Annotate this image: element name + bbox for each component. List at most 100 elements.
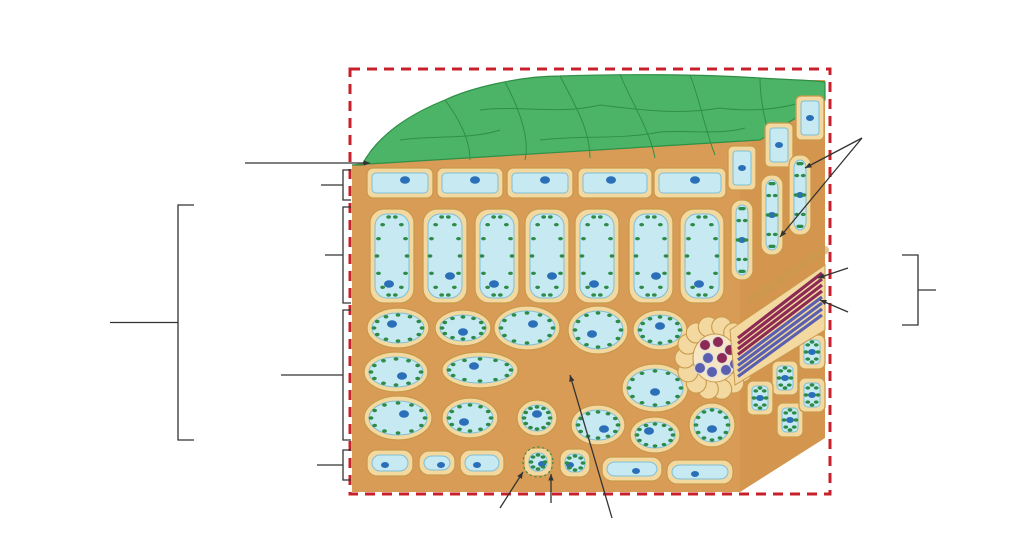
chloroplast: [758, 386, 763, 389]
chloroplast: [428, 254, 433, 257]
spongy-mesophyll-cell: [517, 400, 557, 436]
chloroplast: [804, 393, 809, 396]
chloroplast: [640, 401, 645, 404]
chloroplast: [478, 379, 483, 382]
spongy-bracket: [281, 310, 351, 440]
chloroplast: [499, 326, 504, 329]
chloroplast: [794, 174, 799, 177]
chloroplast: [471, 336, 476, 339]
chloroplast: [814, 400, 819, 403]
nucleus: [473, 462, 481, 468]
chloroplast: [668, 340, 673, 343]
chloroplast: [442, 321, 447, 324]
vacuole: [447, 403, 493, 433]
chloroplast: [805, 386, 810, 389]
chloroplast: [578, 456, 583, 459]
chloroplast: [394, 357, 399, 360]
chloroplast: [584, 314, 589, 317]
palisade-cell: [761, 175, 783, 255]
palisade-cell: [629, 209, 673, 303]
chloroplast: [709, 223, 714, 226]
chloroplast: [814, 343, 819, 346]
chloroplast: [538, 339, 543, 342]
chloroplast: [548, 416, 553, 419]
chloroplast: [796, 225, 801, 228]
chloroplast: [653, 403, 658, 406]
upper-epidermis-cell: [765, 123, 793, 167]
chloroplast: [598, 293, 603, 296]
chloroplast: [462, 359, 467, 362]
nucleus: [738, 165, 746, 171]
chloroplast: [766, 194, 771, 197]
chloroplast: [686, 237, 691, 240]
chloroplast: [535, 286, 540, 289]
chloroplast: [546, 411, 551, 414]
chloroplast: [380, 286, 385, 289]
chloroplast: [381, 382, 386, 385]
vacuole: [499, 311, 555, 345]
chloroplast: [743, 258, 748, 261]
vein-bracket: [902, 255, 918, 325]
chloroplast: [666, 372, 671, 375]
chloroplast: [449, 410, 454, 413]
nucleus: [400, 176, 410, 184]
chloroplast: [608, 272, 613, 275]
chloroplast: [619, 328, 624, 331]
chloroplast: [456, 237, 461, 240]
nucleus: [437, 462, 445, 468]
chloroplast: [376, 237, 381, 240]
chloroplast: [416, 333, 421, 336]
spongy-mesophyll-cell: [494, 306, 560, 350]
nucleus: [489, 280, 499, 288]
chloroplast: [531, 272, 536, 275]
chloroplast: [409, 403, 414, 406]
chloroplast: [690, 223, 695, 226]
chloroplast: [468, 403, 473, 406]
chloroplast: [529, 460, 534, 463]
chloroplast: [804, 350, 809, 353]
chloroplast: [635, 433, 640, 436]
chloroplast: [554, 223, 559, 226]
chloroplast: [485, 223, 490, 226]
chloroplast: [653, 444, 658, 447]
chloroplast: [486, 423, 491, 426]
phloem-cell: [703, 353, 714, 364]
chloroplast: [479, 332, 484, 335]
nucleus: [470, 176, 480, 184]
chloroplast: [792, 425, 797, 428]
spongy-mesophyll-cell: [364, 396, 432, 440]
chloroplast: [792, 411, 797, 414]
chloroplast: [491, 215, 496, 218]
chloroplast: [718, 436, 723, 439]
chloroplast: [768, 245, 773, 248]
chloroplast: [541, 426, 546, 429]
nucleus: [786, 417, 794, 423]
chloroplast: [616, 320, 621, 323]
chloroplast: [447, 368, 452, 371]
chloroplast: [668, 439, 673, 442]
chloroplast: [491, 293, 496, 296]
lower-epidermis-cell: [560, 449, 590, 477]
chloroplast: [752, 396, 757, 399]
chloroplast: [715, 254, 720, 257]
chloroplast: [675, 395, 680, 398]
nucleus: [469, 362, 479, 370]
chloroplast: [635, 272, 640, 275]
chloroplast: [596, 311, 601, 314]
chloroplast: [794, 418, 799, 421]
chloroplast: [581, 461, 586, 464]
chloroplast: [696, 215, 701, 218]
chloroplast: [630, 378, 635, 381]
chloroplast: [762, 389, 767, 392]
chloroplast: [591, 215, 596, 218]
chloroplast: [576, 320, 581, 323]
vacuole: [428, 214, 462, 298]
chloroplast: [528, 407, 533, 410]
chloroplast: [710, 408, 715, 411]
nucleus: [387, 320, 397, 328]
chloroplast: [638, 328, 643, 331]
chloroplast: [429, 237, 434, 240]
chloroplast: [591, 293, 596, 296]
vacuole: [465, 455, 499, 471]
